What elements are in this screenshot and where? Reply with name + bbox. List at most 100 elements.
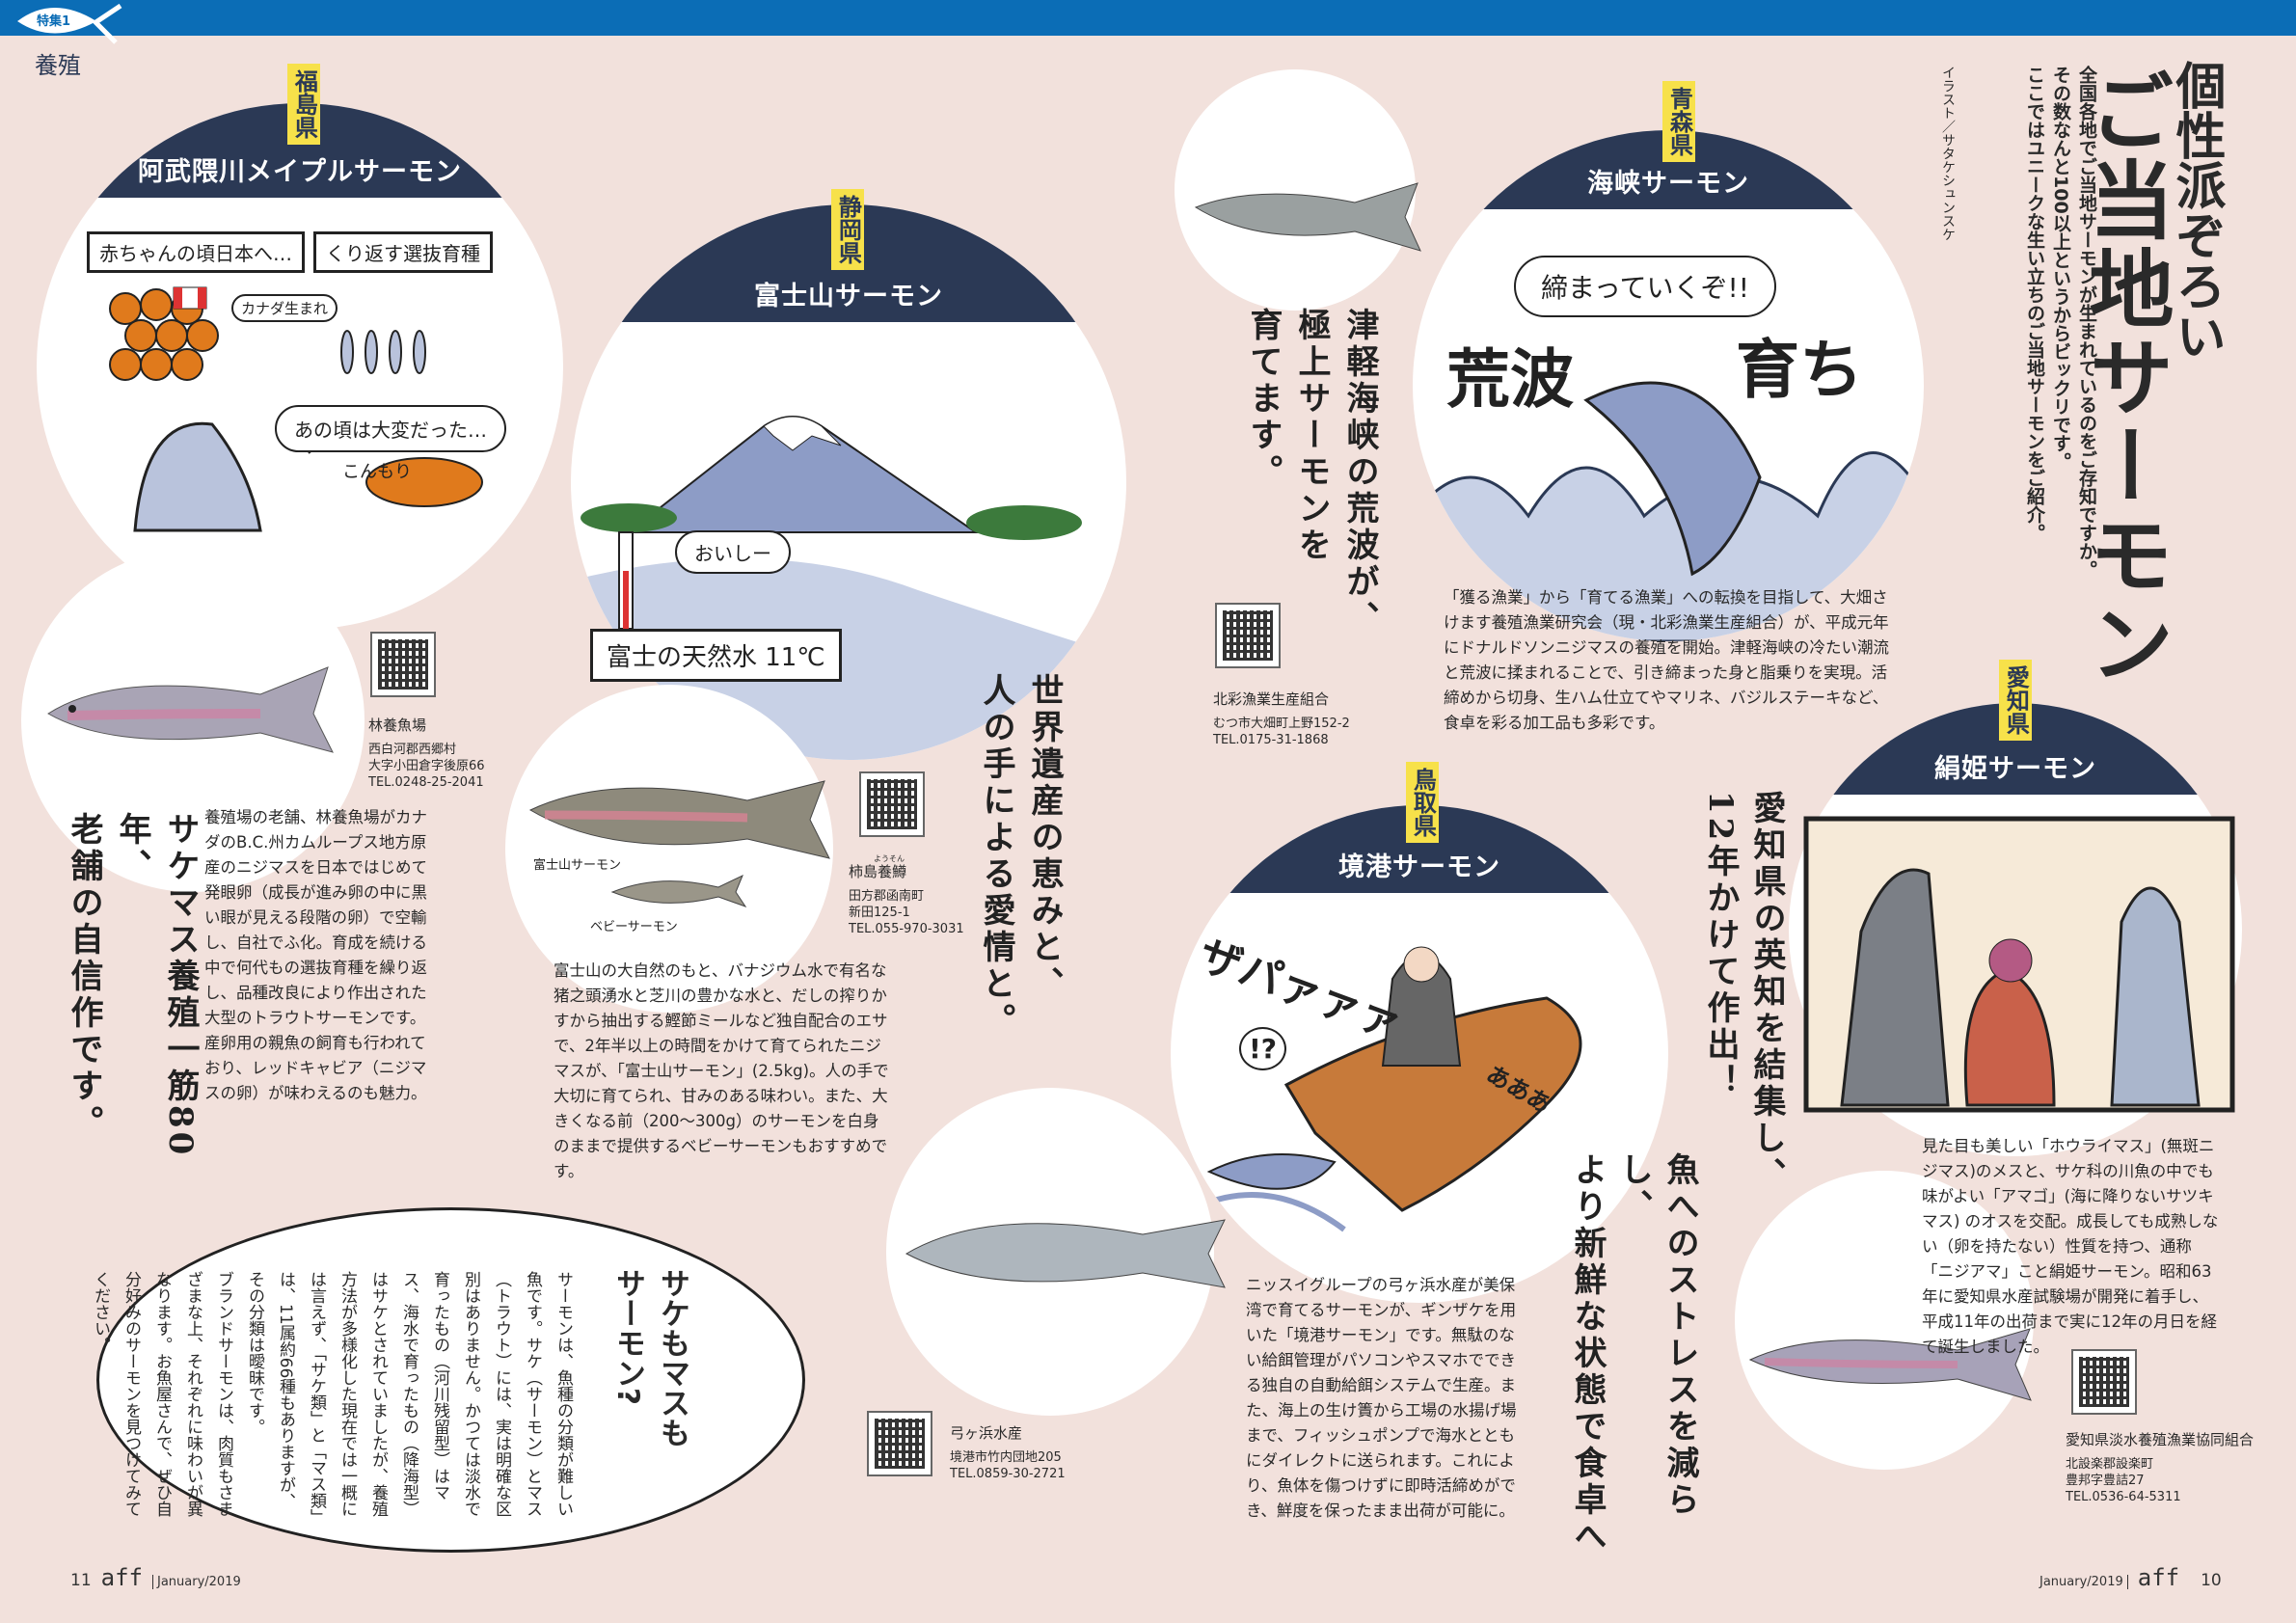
shizuoka-circle: 富士山サーモン [571,204,1126,760]
contact-org: 林養魚場 [368,717,427,734]
aichi-fish-family-illustration [1803,816,2235,1113]
contact-address: 西白河郡西郷村 [368,743,457,757]
shizuoka-catch: 世界遺産の恵みと、人の手による愛情と。 [972,673,1068,1078]
qr-code[interactable] [867,1411,932,1476]
catch-line: 人の手による愛情と。 [977,673,1015,1040]
contact-address: 田方郡函南町 [849,889,925,904]
waves-illustration [1413,381,1924,641]
speech-bubble: おいしー [675,530,791,574]
catch-line: 愛知県の英知を結集し、 [1747,791,1786,1194]
fukushima-contact: 林養魚場 西白河郡西郷村 大字小田倉字後原66 TEL.0248-25-2041 [368,717,485,791]
qr-code[interactable] [859,771,925,837]
contact-address: 新田125-1 [849,906,910,920]
qr-code[interactable] [370,632,436,697]
furigana: ようそん [874,854,905,863]
aichi-contact: 愛知県淡水養殖漁業協同組合 北設楽郡設楽町 豊邦字豊詰27 TEL.0536-6… [2066,1432,2254,1505]
fish-photo [47,666,334,753]
catch-line: 津軽海峡の荒波が、 [1340,308,1379,637]
shizuoka-fish-circle [505,685,833,1013]
magazine-logo: aff [2137,1564,2180,1591]
catch-line: 極上サーモンを [1292,308,1331,564]
fish-logo-icon [17,3,122,44]
prefecture-tag: 愛知県 [1999,660,2033,741]
illustration-lettering: 育ち [1736,333,1863,407]
footer-left: 11 aff January/2019 [70,1564,241,1591]
title-kicker: 個性派ぞろい [2167,60,2225,361]
section-label: 養殖 [35,52,81,79]
contact-tel: TEL.0536-64-5311 [2066,1490,2181,1504]
column-body: サーモンは、魚種の分類が難しい魚です。サケ（サーモン）とマス（トラウト）には、実… [91,1271,573,1517]
illustration-lettering: 荒波 [1446,342,1574,417]
catch-line: 魚へのストレスを減らし、 [1614,1152,1699,1519]
illustration-sign: 赤ちゃんの頃日本へ… [87,231,305,273]
fish-pump-illustration [1188,946,1582,1232]
fukushima-catch: サケマス養殖一筋80年、老舗の自信作です。 [60,812,204,1217]
fish-photo [1748,1328,2032,1401]
catch-line: サケマス養殖一筋80年、 [113,812,200,1159]
lead-line: 全国各地でご当地サーモンが生まれているのをご存知ですか。 [2076,66,2097,579]
page-title: ご当地サーモン [2075,68,2174,689]
contact-address: 境港市竹内団地205 [950,1450,1062,1465]
lead-line: ここではユニークな生い立ちのご当地サーモンをご紹介。 [2024,66,2045,542]
speech-bubble: あの頃は大変だった… [275,405,506,452]
qr-code[interactable] [2071,1349,2137,1415]
catch-line: 12年かけて作出！ [1701,791,1740,1101]
shizuoka-contact: ようそん 柿島養鱒 田方郡函南町 新田125-1 TEL.055-970-303… [849,851,964,937]
column-title-line: サケもマスも [655,1268,689,1447]
lead-line: その数なんと100以上というからビックリです。 [2050,66,2071,471]
salmon-name: 絹姫サーモン [1934,754,2096,784]
prefecture-tag: 鳥取県 [1406,762,1440,843]
tottori-circle: 境港サーモン [1171,805,1668,1303]
aichi-body: 見た目も美しい「ホウライマス」(無斑ニジマス)のメスと、サケ科の川魚の中でも味が… [1922,1137,2219,1356]
salmon-name: 境港サーモン [1338,852,1500,882]
fish-photo [528,780,830,907]
feature-label: 特集1 [37,14,71,29]
page-number: 11 [70,1571,92,1590]
contact-address: 豊邦字豊詰27 [2066,1474,2145,1488]
tottori-body: ニッスイグループの弓ヶ浜水産が美保湾で育てるサーモンが、ギンザケを用いた「境港サ… [1246,1276,1517,1520]
aomori-catch: 津軽海峡の荒波が、極上サーモンを育てます。 [1239,308,1384,693]
tottori-catch: 魚へのストレスを減らし、より新鮮な状態で食卓へ [1564,1152,1703,1557]
salmon-name: 富士山サーモン [754,282,943,311]
column-title-line: サーモン? [610,1268,645,1405]
issue-date: January/2019 [152,1575,241,1589]
lead-text: 全国各地でご当地サーモンが生まれているのをご存知ですか。その数なんと100以上と… [2021,66,2099,579]
contact-tel: TEL.055-970-3031 [849,922,964,936]
illustration-label: こんもり [342,462,412,482]
illustration-lettering: !? [1239,1027,1287,1070]
aomori-body: 「獲る漁業」から「育てる漁業」への転換を目指して、大畑さけます養殖漁業研究会（現… [1444,588,1889,732]
aomori-fish-circle [1175,69,1416,311]
contact-tel: TEL.0175-31-1868 [1213,733,1329,747]
contact-address: 大字小田倉字後原66 [368,759,485,773]
aomori-contact: 北彩漁業生産組合 むつ市大畑町上野152-2 TEL.0175-31-1868 [1213,691,1350,748]
illustration-label: カナダ生まれ [231,294,338,322]
fish-caption: ベビーサーモン [590,920,678,934]
qr-code[interactable] [1215,603,1281,668]
column-bubble [96,1207,805,1553]
footer-right: January/2019 aff 10 [2039,1564,2222,1591]
salmon-name: 阿武隈川メイプルサーモン [138,157,462,187]
tottori-contact: 弓ヶ浜水産 境港市竹内団地205 TEL.0859-30-2721 [950,1425,1066,1482]
prefecture-tag: 福島県 [287,64,321,145]
catch-line: 世界遺産の恵みと、 [1025,673,1064,1003]
speech-bubble: 締まっていくぞ!! [1514,256,1776,317]
contact-org: 北彩漁業生産組合 [1213,690,1330,708]
contact-org: 弓ヶ浜水産 [950,1424,1023,1442]
catch-line: 育てます。 [1244,308,1283,491]
contact-address: 北設楽郡設楽町 [2066,1457,2154,1472]
top-bar [0,0,2296,36]
contact-address: むつ市大畑町上野152-2 [1213,717,1350,731]
catch-line: 老舗の自信作です。 [65,812,103,1142]
issue-date: January/2019 [2039,1575,2128,1589]
aomori-header: 海峡サーモン [1413,130,1924,209]
catch-line: より新鮮な状態で食卓へ [1568,1152,1607,1555]
illustration-sign: くり返す選抜育種 [313,231,493,273]
illustration-credit: イラスト／サタケシュンスケ [1940,66,1956,241]
aichi-fish-circle [1735,1171,2034,1470]
aomori-circle: 海峡サーモン [1413,130,1924,641]
contact-org: 柿島養鱒 [849,863,907,880]
aichi-header: 絹姫サーモン [1789,703,2242,795]
fish-photo [1194,182,1421,252]
aichi-catch: 愛知県の英知を結集し、12年かけて作出！ [1697,791,1790,1196]
page-number: 10 [2201,1571,2222,1590]
